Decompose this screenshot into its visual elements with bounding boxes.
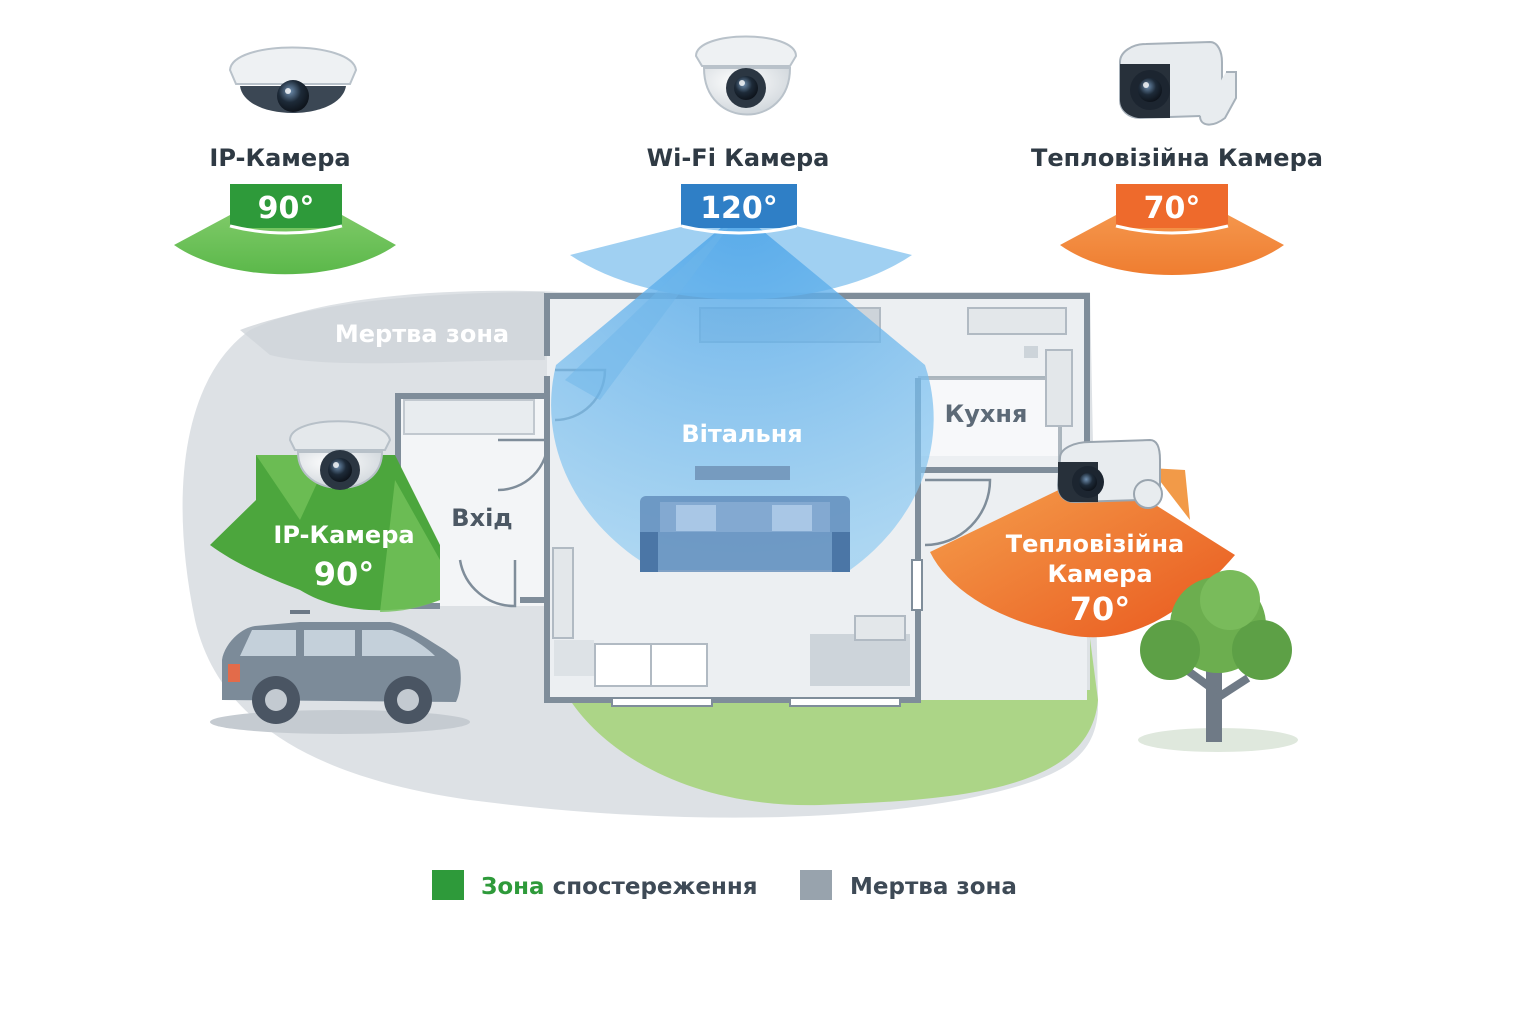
legend-label-watch-word2: спостереження [545, 874, 758, 900]
ground-coverage-green [570, 560, 1098, 806]
wifi-camera-angle: 120° [700, 191, 778, 226]
car [210, 610, 470, 734]
thermal-camera-icon [1119, 40, 1237, 126]
wifi-camera-top-card: Wi-Fi Камера 120° [647, 144, 830, 235]
ip-camera-angle: 90° [258, 191, 315, 226]
thermal-camera-top-card: Тепловізійна Камера 70° [1031, 144, 1323, 275]
legend-label-dead: Мертва зона [850, 874, 1017, 900]
ip-camera-map-angle: 90° [314, 555, 375, 593]
thermal-camera-map-angle: 70° [1070, 590, 1131, 628]
room-label-kitchen: Кухня [945, 400, 1028, 428]
thermal-camera-angle: 70° [1144, 191, 1201, 226]
thermal-camera-title: Тепловізійна Камера [1031, 144, 1323, 172]
wifi-coverage-cone [551, 212, 934, 570]
ip-camera-icon [228, 46, 358, 113]
ip-camera-title: IP-Камера [209, 144, 350, 172]
legend-label-watch: Зона спостереження [481, 874, 758, 900]
thermal-camera-map-icon [1056, 438, 1163, 509]
tree [1138, 570, 1298, 752]
room-label-entrance: Вхід [451, 504, 512, 532]
room-label-living: Вітальня [681, 420, 802, 448]
ip-camera-map-icon [288, 420, 392, 490]
wifi-camera-title: Wi-Fi Камера [647, 144, 830, 172]
legend-swatch-dead [800, 870, 832, 900]
wifi-camera-icon [694, 35, 798, 116]
legend-label-watch-word1: Зона [481, 874, 545, 900]
ip-camera-top-card: IP-Камера 90° [174, 144, 396, 275]
legend: Зона спостереження Мертва зона [432, 870, 1017, 900]
ip-camera-map-title: IP-Камера [273, 521, 414, 549]
legend-swatch-watch [432, 870, 464, 900]
dead-zone-map-label: Мертва зона [335, 320, 509, 348]
thermal-camera-map-title-line2: Камера [1047, 560, 1152, 588]
thermal-camera-map-title-line1: Тепловізійна [1006, 530, 1184, 558]
living-room-furniture [640, 466, 850, 572]
